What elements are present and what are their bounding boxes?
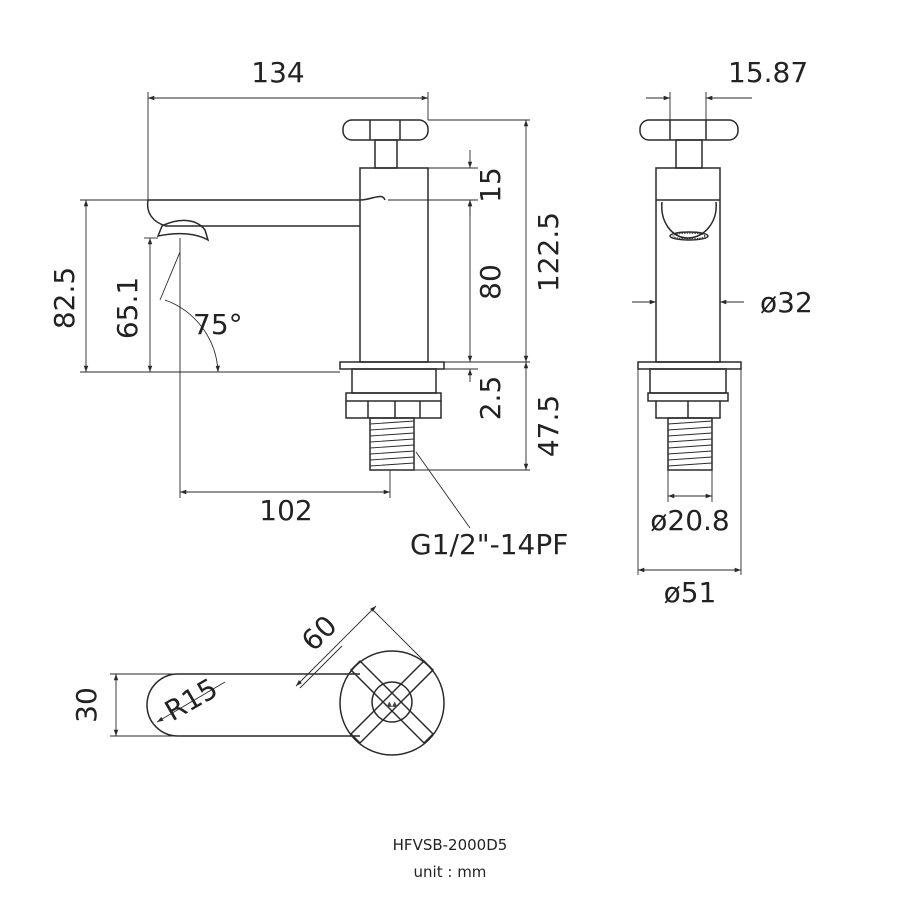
side-thread (667, 417, 713, 471)
unit-label: unit : mm (414, 863, 487, 881)
dim-outlet-reach: 102 (259, 494, 312, 527)
side-spout (656, 199, 720, 241)
dim-thread-diameter: ø20.8 (650, 504, 729, 537)
front-nut (345, 368, 442, 419)
model-code: HFVSB-2000D5 (393, 836, 508, 854)
front-view: 134 15 80 122.5 2.5 47.5 82.5 65.1 75° 1… (48, 56, 568, 561)
dim-body-diameter: ø32 (760, 286, 813, 319)
top-base-disc (339, 650, 445, 756)
dim-outlet-height: 65.1 (111, 277, 144, 339)
dim-thread-spec: G1/2"-14PF (410, 528, 568, 561)
dim-spout-height: 82.5 (48, 267, 81, 329)
top-view: ▲▲ 30 R15 60 (70, 605, 445, 756)
dim-base-plate: 2.5 (474, 376, 507, 421)
side-body (655, 167, 721, 363)
dim-top-gap: 15 (474, 167, 507, 203)
side-nut (647, 368, 729, 419)
top-cross-handle: ▲▲ (349, 659, 435, 745)
svg-text:▲▲: ▲▲ (387, 700, 398, 708)
front-spout (146, 195, 386, 242)
side-cross-handle (639, 119, 739, 169)
front-body (359, 167, 429, 363)
dim-spout-radius: R15 (159, 672, 223, 728)
dim-width-total: 134 (251, 56, 304, 89)
dim-body-height: 80 (474, 264, 507, 300)
front-base-plate (339, 361, 445, 370)
front-cross-handle (342, 119, 429, 169)
dim-spout-width: 30 (70, 687, 103, 723)
dim-thread-length: 47.5 (532, 395, 565, 457)
side-base-plate (637, 361, 742, 370)
dim-handle-span: 60 (295, 609, 344, 658)
dim-angle: 75° (193, 308, 243, 341)
side-view: 15.87 ø32 ø20.8 ø51 (632, 56, 813, 609)
front-thread (369, 417, 415, 471)
dim-base-diameter: ø51 (664, 576, 717, 609)
dim-handle-thickness: 15.87 (728, 56, 808, 89)
dim-overall-height: 122.5 (532, 212, 565, 292)
